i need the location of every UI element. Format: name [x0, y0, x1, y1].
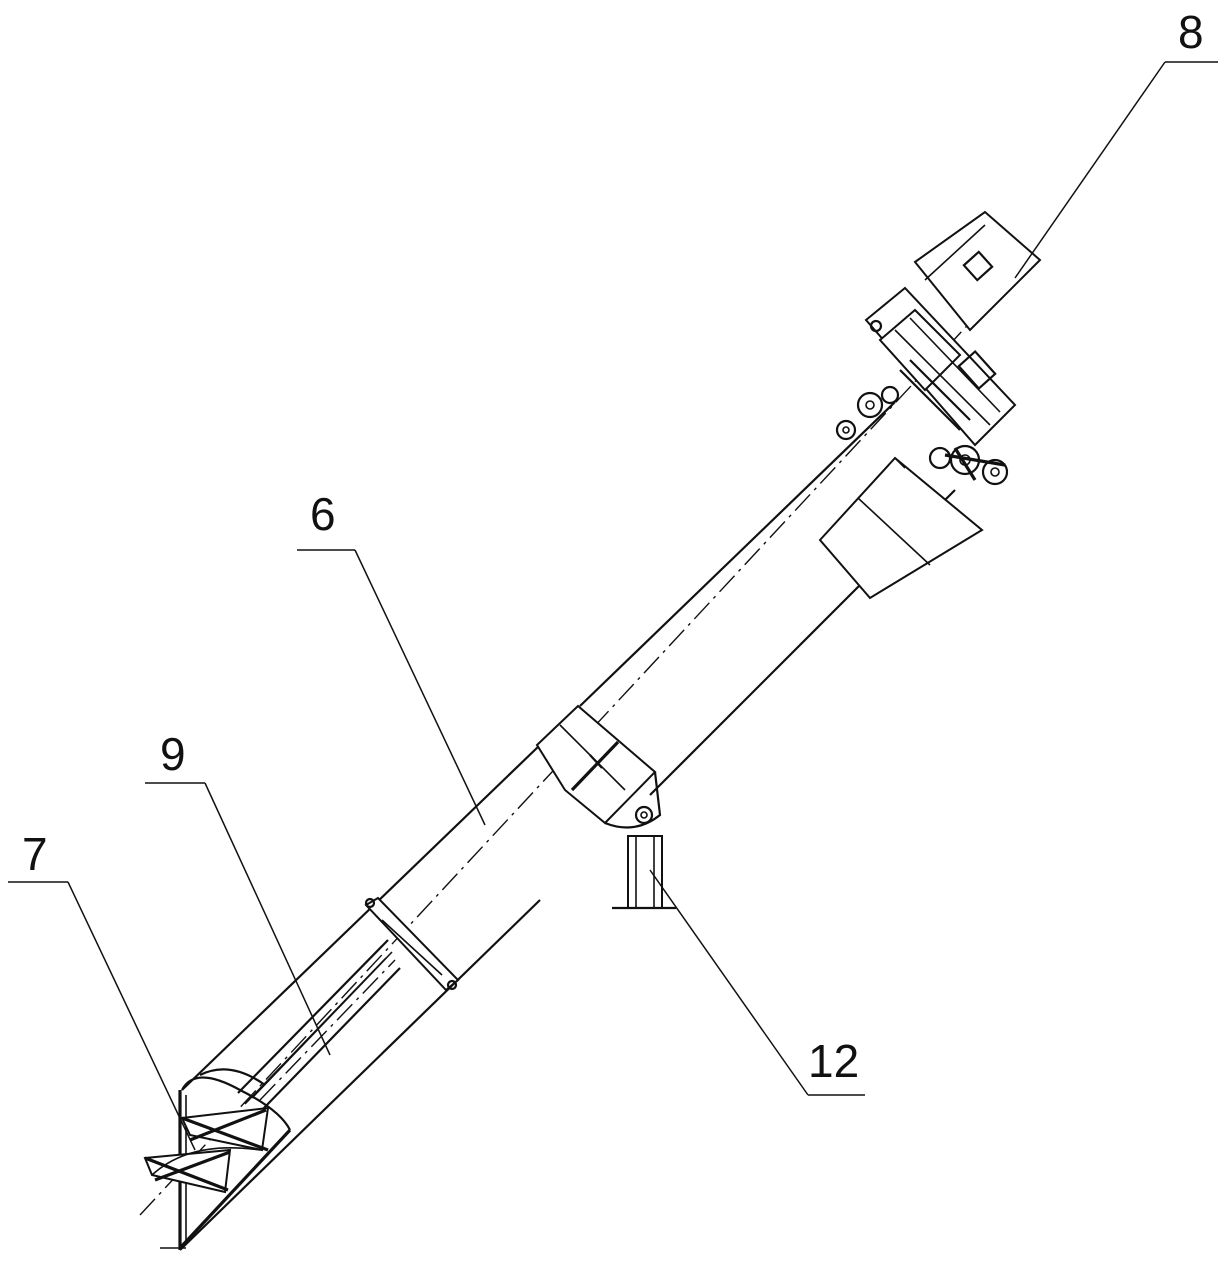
sprocket-wheels: [835, 385, 1009, 486]
callout-6: 6: [297, 488, 486, 826]
callout-label-12: 12: [808, 1035, 859, 1087]
support-leg: [612, 805, 676, 910]
callout-9: 9: [145, 728, 331, 1056]
lower-flange: [364, 896, 460, 992]
callout-12: 12: [649, 869, 865, 1096]
discharge-chute: [818, 456, 984, 600]
middle-coupling: [535, 704, 662, 829]
drive-unit: [864, 210, 1042, 447]
callout-label-9: 9: [160, 728, 186, 780]
callout-7: 7: [8, 828, 196, 1151]
callout-label-7: 7: [22, 828, 48, 880]
inlet-hopper: [143, 1068, 292, 1250]
callout-label-8: 8: [1178, 6, 1204, 58]
callout-label-6: 6: [310, 488, 336, 540]
callout-8: 8: [1014, 6, 1218, 279]
